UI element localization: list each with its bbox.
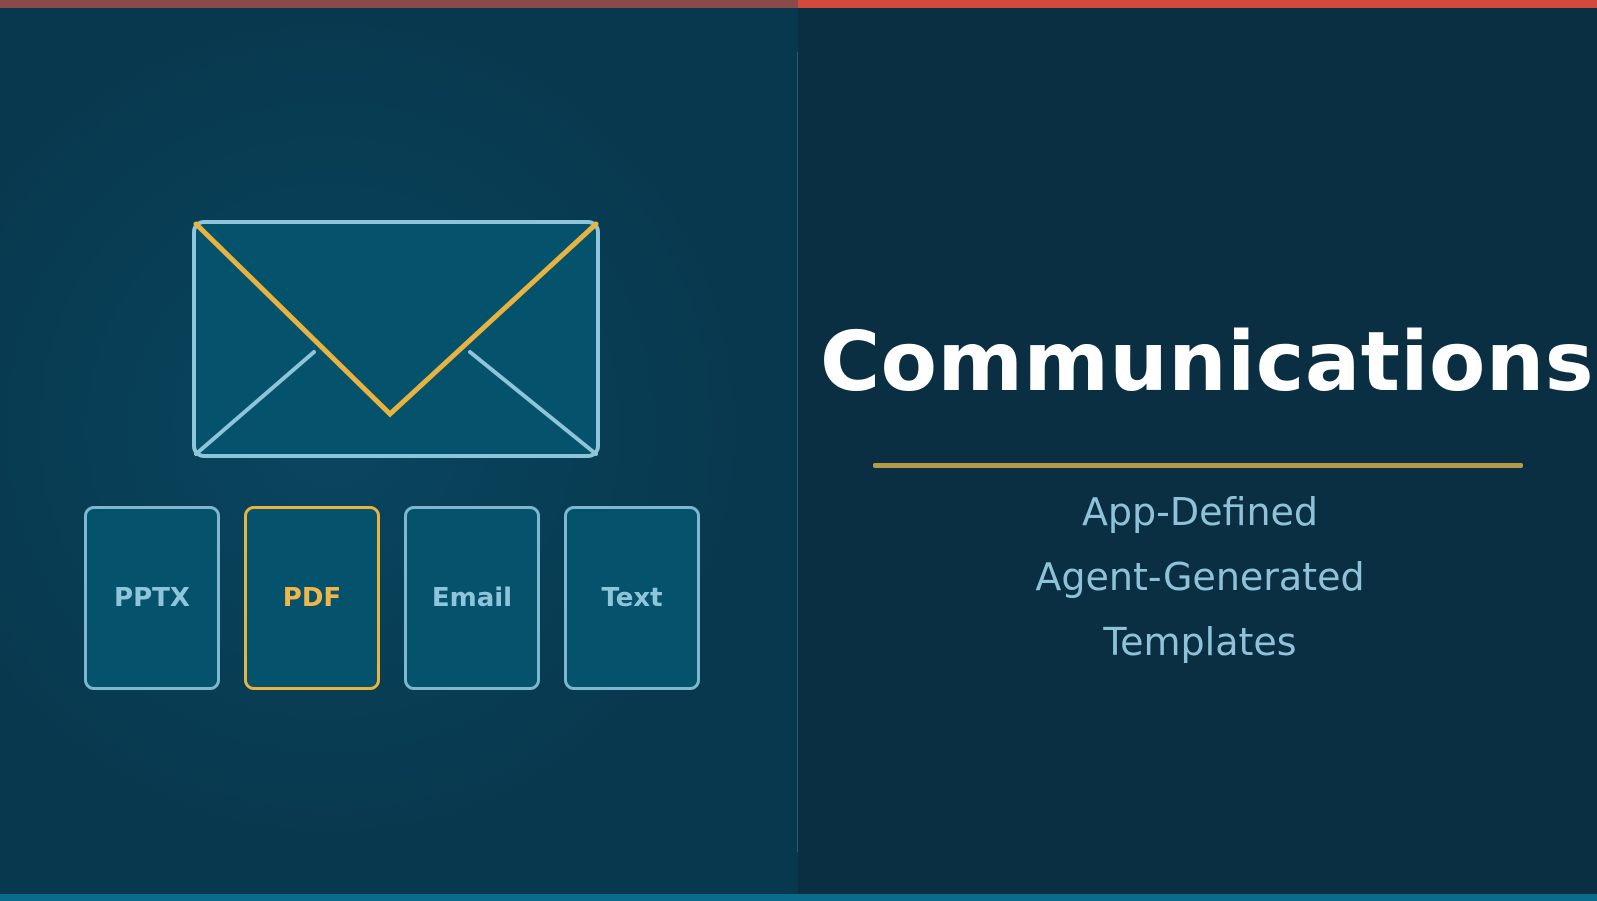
subtitle-item: Agent-Generated	[1035, 555, 1365, 599]
panel-divider	[797, 52, 798, 852]
format-card-label: PDF	[282, 583, 342, 613]
subtitle-list: App-Defined Agent-Generated Templates	[820, 480, 1580, 675]
format-card-label: Email	[431, 583, 513, 613]
format-card-label: Text	[601, 583, 663, 613]
envelope-icon	[192, 220, 600, 458]
top-accent-bar-left	[0, 0, 798, 8]
top-accent-bar-right	[798, 0, 1597, 8]
format-card-pdf[interactable]: PDF	[244, 506, 380, 690]
subtitle-item: Templates	[1103, 620, 1297, 664]
format-card-label: PPTX	[114, 583, 190, 613]
slide-title: Communications	[820, 315, 1595, 410]
format-card-email[interactable]: Email	[404, 506, 540, 690]
format-cards: PPTX PDF Email Text	[84, 506, 716, 696]
right-panel	[798, 8, 1597, 894]
subtitle-item: App-Defined	[1081, 490, 1319, 534]
title-underline	[873, 463, 1523, 468]
bottom-accent-bar	[0, 894, 1597, 901]
format-card-text[interactable]: Text	[564, 506, 700, 690]
format-card-pptx[interactable]: PPTX	[84, 506, 220, 690]
